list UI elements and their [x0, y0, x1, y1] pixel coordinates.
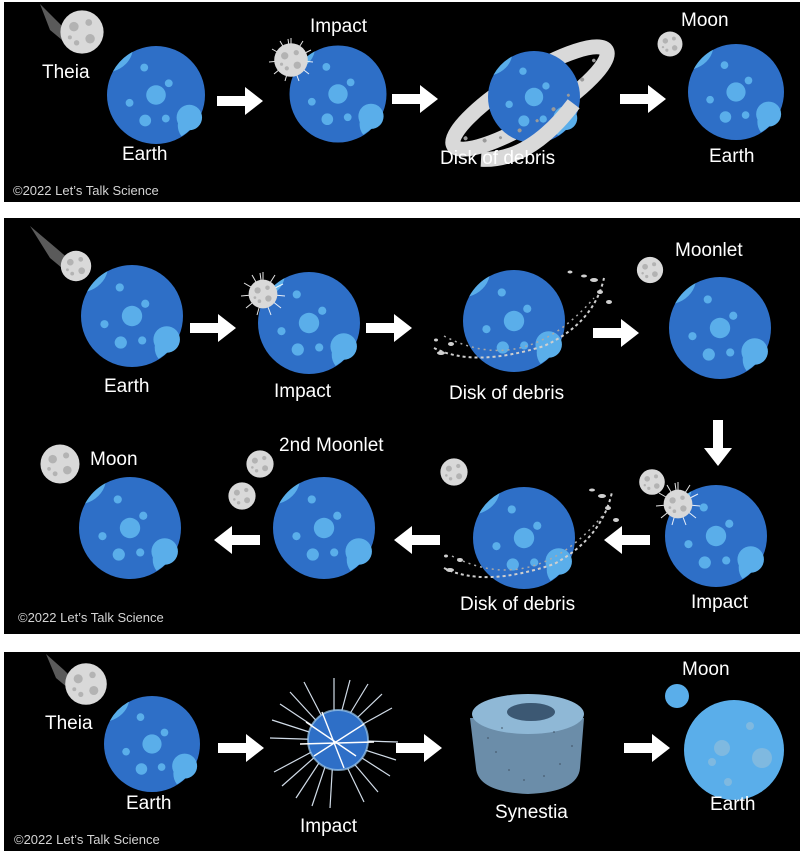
moonlet-near-disk	[440, 458, 467, 485]
earth-c	[669, 277, 771, 379]
arrow-1	[218, 734, 264, 762]
moonlet-orbiting	[639, 469, 665, 495]
panel1-graphics	[4, 2, 800, 202]
arrow-1	[217, 87, 263, 115]
arrow-a	[190, 314, 236, 342]
label-earth-left: Earth	[122, 144, 167, 166]
theia-body	[60, 10, 103, 53]
arrow-d	[604, 526, 650, 554]
label-earth-right: Earth	[710, 794, 755, 816]
arrow-3	[620, 85, 666, 113]
panel3-graphics	[4, 652, 800, 851]
moonlet-body	[637, 257, 663, 283]
impactor-body	[61, 251, 91, 281]
moon-final	[40, 444, 79, 483]
label-2nd-moonlet: 2nd Moonlet	[279, 435, 384, 457]
earth-e	[273, 477, 375, 579]
label-moon: Moon	[682, 659, 730, 681]
label-disk-of-debris: Disk of debris	[440, 148, 555, 170]
impact-explosion	[270, 678, 398, 808]
moonlet-2nd-b	[228, 482, 255, 509]
panel-synestia: Theia Earth Impact Synestia Moon Earth ©…	[4, 652, 800, 851]
label-earth: Earth	[104, 376, 149, 398]
arrow-c	[593, 319, 639, 347]
label-theia: Theia	[45, 713, 93, 735]
label-moonlet: Moonlet	[675, 240, 743, 262]
label-disk-bottom: Disk of debris	[460, 594, 575, 616]
label-disk-top: Disk of debris	[449, 383, 564, 405]
label-moon: Moon	[90, 449, 138, 471]
earth-synestia-result	[684, 700, 784, 800]
copyright: ©2022 Let’s Talk Science	[13, 183, 159, 198]
arrow-3	[624, 734, 670, 762]
label-synestia: Synestia	[495, 802, 568, 824]
panel2-graphics	[4, 218, 800, 634]
arrow-e	[394, 526, 440, 554]
label-theia: Theia	[42, 62, 90, 84]
earth-1	[104, 696, 200, 792]
earth-f	[79, 477, 181, 579]
arrow-down	[704, 420, 732, 466]
label-moon: Moon	[681, 10, 729, 32]
copyright: ©2022 Let’s Talk Science	[18, 610, 164, 625]
label-impact-top: Impact	[274, 381, 331, 403]
moon-body	[665, 684, 689, 708]
arrow-f	[214, 526, 260, 554]
arrow-2	[392, 85, 438, 113]
moon-body	[658, 32, 683, 57]
theia-body	[65, 663, 107, 705]
label-earth-right: Earth	[709, 146, 754, 168]
label-impact: Impact	[310, 16, 367, 38]
earth-1	[107, 46, 205, 144]
label-impact-bottom: Impact	[691, 592, 748, 614]
arrow-b	[366, 314, 412, 342]
earth-3	[688, 44, 784, 140]
debris-disk-top	[434, 270, 612, 372]
moonlet-2nd-a	[246, 450, 273, 477]
arrow-2	[396, 734, 442, 762]
panel-giant-impact: Theia Impact Moon Earth Disk of debris E…	[4, 2, 800, 202]
earth-a	[81, 265, 183, 367]
impactor-bottom	[664, 490, 693, 519]
panel-multiple-impacts: Earth Impact Disk of debris Moonlet Moon…	[4, 218, 800, 634]
copyright: ©2022 Let’s Talk Science	[14, 832, 160, 847]
impactor-top	[249, 280, 278, 309]
label-earth-left: Earth	[126, 793, 171, 815]
debris-disk-bottom	[444, 487, 619, 589]
synestia	[470, 694, 584, 794]
impactor	[274, 43, 308, 77]
label-impact: Impact	[300, 816, 357, 838]
